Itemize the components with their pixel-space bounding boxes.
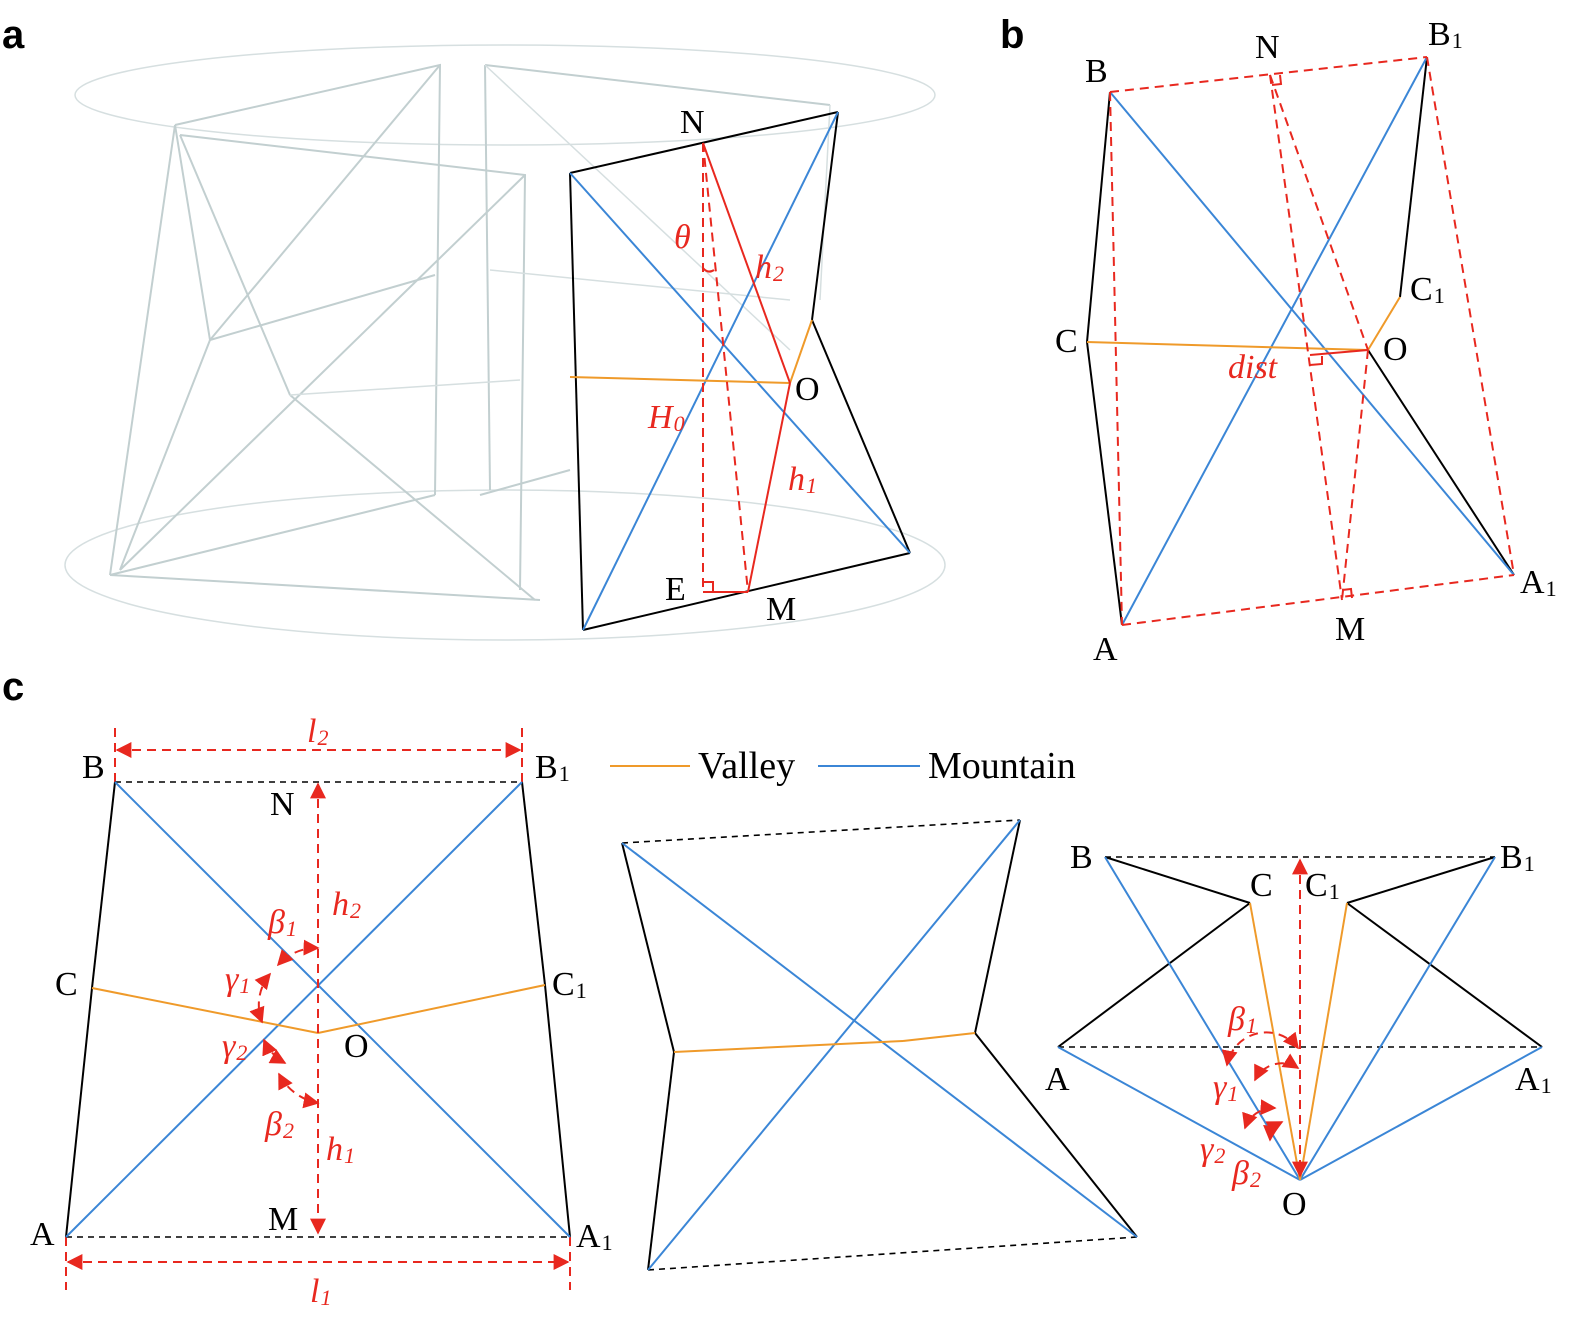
b-label-O: O — [1383, 331, 1408, 368]
c-label-gamma2: γ2 — [222, 1028, 247, 1065]
cr-label-beta2: β2 — [1231, 1155, 1261, 1192]
c-label-B1: B1 — [535, 749, 570, 786]
a-label-M: M — [766, 591, 796, 628]
a-label-h1: h1 — [788, 461, 817, 498]
b-label-C1: C1 — [1410, 271, 1445, 308]
cr-label-A: A — [1045, 1061, 1070, 1098]
a-label-h2: h2 — [755, 249, 784, 286]
panel-label-c: c — [2, 665, 24, 709]
a-label-N: N — [680, 104, 705, 141]
c-label-C: C — [55, 966, 78, 1003]
b-label-B1: B1 — [1428, 16, 1463, 53]
c-label-A: A — [30, 1216, 55, 1253]
a-label-E: E — [665, 571, 686, 608]
panel-c-right-drawing: B B1 C C1 A A1 O β1 γ1 γ2 β2 — [1045, 839, 1552, 1223]
a-label-O: O — [795, 371, 820, 408]
c-label-beta1: β1 — [267, 904, 297, 941]
legend-mountain-label: Mountain — [928, 745, 1076, 787]
cr-label-C1: C1 — [1305, 867, 1340, 904]
c-label-A1: A1 — [576, 1218, 613, 1255]
b-label-A1: A1 — [1520, 564, 1557, 601]
c-label-l2: l2 — [307, 713, 328, 750]
c-label-M: M — [268, 1201, 298, 1238]
cr-label-B: B — [1070, 839, 1093, 876]
b-label-dist: dist — [1228, 349, 1279, 386]
legend-valley-label: Valley — [698, 745, 795, 787]
cr-label-B1: B1 — [1500, 839, 1535, 876]
cr-label-gamma1: γ1 — [1213, 1069, 1238, 1106]
panel-c-left-drawing: l2 l1 B B1 N C C1 O A A1 M h2 h1 β1 γ1 γ… — [30, 713, 613, 1310]
b-label-N: N — [1255, 29, 1280, 66]
c-label-N: N — [270, 786, 295, 823]
a-label-H0: H0 — [647, 399, 685, 436]
a-label-theta: θ — [674, 219, 691, 256]
c-label-beta2: β2 — [264, 1106, 294, 1143]
legend: Valley Mountain — [610, 745, 1076, 787]
b-label-A: A — [1093, 631, 1118, 668]
cr-label-gamma2: γ2 — [1200, 1131, 1225, 1168]
c-label-B: B — [82, 749, 105, 786]
highlighted-unit-panel — [569, 111, 911, 631]
c-label-h2: h2 — [332, 886, 361, 923]
panel-label-a: a — [2, 13, 25, 57]
cr-label-C: C — [1250, 867, 1273, 904]
cr-label-A1: A1 — [1515, 1061, 1552, 1098]
panel-label-b: b — [1000, 13, 1024, 57]
c-label-O: O — [344, 1028, 369, 1065]
c-label-gamma1: γ1 — [225, 961, 250, 998]
c-label-C1: C1 — [552, 966, 587, 1003]
kresling-structure-background — [64, 44, 946, 641]
c-label-l1: l1 — [310, 1273, 331, 1310]
panel-a-drawing: N O E M θ H0 h2 h1 — [64, 44, 946, 641]
b-label-B: B — [1085, 53, 1108, 90]
b-label-C: C — [1055, 323, 1078, 360]
c-label-h1: h1 — [326, 1131, 355, 1168]
panel-b-drawing: B N B1 C C1 O dist A M A1 — [1055, 16, 1557, 668]
b-label-M: M — [1335, 611, 1365, 648]
panel-c-middle-drawing — [621, 819, 1138, 1271]
cr-label-beta1: β1 — [1227, 1001, 1257, 1038]
cr-label-O: O — [1282, 1186, 1307, 1223]
